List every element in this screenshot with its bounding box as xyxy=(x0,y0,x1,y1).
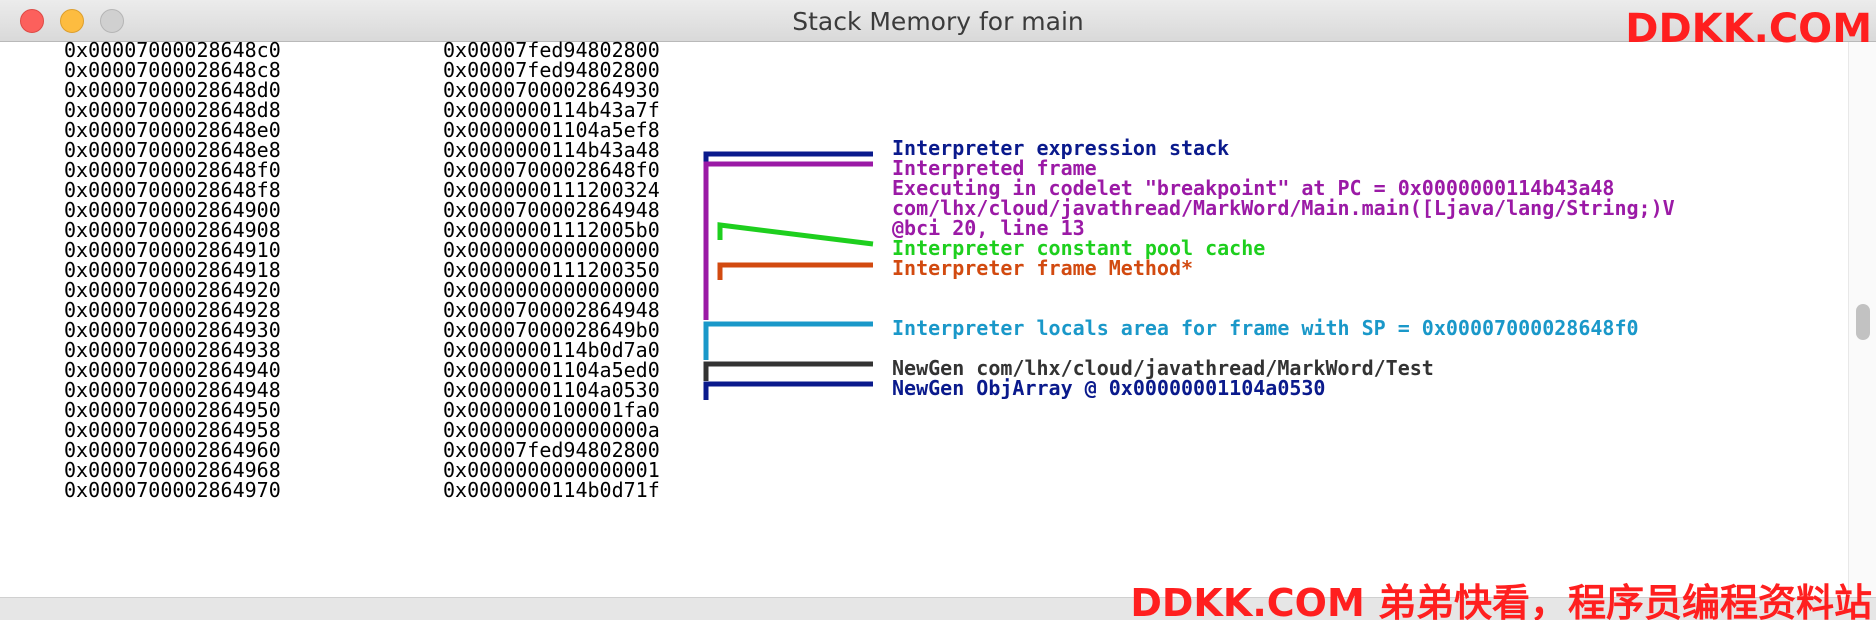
title-bar: Stack Memory for main DDKK.COM xyxy=(0,0,1876,52)
annotation-bci: @bci 20, line 13 xyxy=(892,216,1085,240)
memory-row: 0x0000700002864948 0x00000001104a0530 xyxy=(0,378,720,402)
memory-row: 0x0000700002864918 0x0000000111200350 xyxy=(0,258,720,282)
memory-value: 0x0000000114b0d71f xyxy=(443,478,660,502)
annotation-frame-method: Interpreter frame Method* xyxy=(892,256,1194,280)
memory-value: 0x00007fed94802800 xyxy=(443,38,660,62)
memory-address: 0x0000700002864968 xyxy=(64,458,281,482)
annotation-locals-area: Interpreter locals area for frame with S… xyxy=(892,316,1639,340)
memory-value: 0x000000000000000a xyxy=(443,418,660,442)
memory-row: 0x0000700002864910 0x0000000000000000 xyxy=(0,238,720,262)
memory-row: 0x0000700002864920 0x0000000000000000 xyxy=(0,278,720,302)
memory-row: 0x0000700002864950 0x0000000100001fa0 xyxy=(0,398,720,422)
memory-row: 0x0000700002864940 0x00000001104a5ed0 xyxy=(0,358,720,382)
zoom-window-button[interactable] xyxy=(100,9,124,33)
vertical-scrollbar[interactable] xyxy=(1848,42,1876,597)
memory-row: 0x00007000028648f8 0x0000000111200324 xyxy=(0,178,720,202)
memory-row: 0x00007000028648c0 0x00007fed94802800 xyxy=(0,38,720,62)
memory-row: 0x0000700002864938 0x0000000114b0d7a0 xyxy=(0,338,720,362)
close-window-button[interactable] xyxy=(20,9,44,33)
memory-row: 0x0000700002864970 0x0000000114b0d71f xyxy=(0,478,720,502)
memory-address: 0x0000700002864958 xyxy=(64,418,281,442)
annotation-newgen-objarray: NewGen ObjArray @ 0x00000001104a0530 xyxy=(892,376,1326,400)
memory-value: 0x0000000114b43a48 xyxy=(443,138,660,162)
memory-row: 0x00007000028648c8 0x00007fed94802800 xyxy=(0,58,720,82)
memory-row: 0x0000700002864900 0x0000700002864948 xyxy=(0,198,720,222)
bracket-frame-method xyxy=(717,262,873,280)
memory-address: 0x0000700002864900 xyxy=(64,198,281,222)
watermark-bottom: DDKK.COM 弟弟快看，程序员编程资料站 xyxy=(1130,581,1872,620)
memory-row: 0x0000700002864908 0x00000001112005b0 xyxy=(0,218,720,242)
memory-row: 0x0000700002864958 0x000000000000000a xyxy=(0,418,720,442)
vertical-scroll-thumb[interactable] xyxy=(1856,304,1870,340)
annotation-newgen-test: NewGen com/lhx/cloud/javathread/MarkWord… xyxy=(892,356,1434,380)
memory-row: 0x0000700002864928 0x0000700002864948 xyxy=(0,298,720,322)
memory-value: 0x00000001112005b0 xyxy=(443,218,660,242)
memory-address: 0x0000700002864930 xyxy=(64,318,281,342)
bracket-newgen-test xyxy=(703,361,873,381)
memory-value: 0x0000000000000001 xyxy=(443,458,660,482)
memory-row: 0x00007000028648e0 0x00000001104a5ef8 xyxy=(0,118,720,142)
memory-address: 0x0000700002864938 xyxy=(64,338,281,362)
bracket-constant-pool-cache xyxy=(717,222,874,247)
memory-address: 0x0000700002864918 xyxy=(64,258,281,282)
annotation-expression-stack: Interpreter expression stack xyxy=(892,136,1230,160)
memory-value: 0x0000000000000000 xyxy=(443,238,660,262)
memory-row: 0x0000700002864930 0x00007000028649b0 xyxy=(0,318,720,342)
memory-value: 0x0000000000000000 xyxy=(443,278,660,302)
memory-row: 0x00007000028648d0 0x0000700002864930 xyxy=(0,78,720,102)
memory-address: 0x0000700002864960 xyxy=(64,438,281,462)
memory-address: 0x0000700002864970 xyxy=(64,478,281,502)
memory-value: 0x0000000100001fa0 xyxy=(443,398,660,422)
bracket-interpreted-frame xyxy=(703,161,873,320)
memory-address: 0x00007000028648c0 xyxy=(64,38,281,62)
memory-address: 0x00007000028648d8 xyxy=(64,98,281,122)
memory-value: 0x00000001104a5ef8 xyxy=(443,118,660,142)
window-title: Stack Memory for main xyxy=(792,7,1084,36)
memory-value: 0x0000000111200350 xyxy=(443,258,660,282)
memory-value: 0x00007000028648f0 xyxy=(443,158,660,182)
memory-address: 0x0000700002864920 xyxy=(64,278,281,302)
memory-value: 0x0000000114b0d7a0 xyxy=(443,338,660,362)
memory-value: 0x0000000114b43a7f xyxy=(443,98,660,122)
memory-address: 0x0000700002864908 xyxy=(64,218,281,242)
memory-value: 0x00007fed94802800 xyxy=(443,438,660,462)
frame-brackets xyxy=(703,151,874,400)
bracket-newgen-objarray xyxy=(703,381,873,400)
memory-address: 0x0000700002864910 xyxy=(64,238,281,262)
memory-address: 0x00007000028648e0 xyxy=(64,118,281,142)
memory-value: 0x00007fed94802800 xyxy=(443,58,660,82)
watermark-top: DDKK.COM xyxy=(1625,6,1872,52)
memory-value: 0x0000700002864930 xyxy=(443,78,660,102)
bracket-locals-area xyxy=(703,321,873,360)
minimize-window-button[interactable] xyxy=(60,9,84,33)
memory-address: 0x0000700002864928 xyxy=(64,298,281,322)
memory-value: 0x00000001104a5ed0 xyxy=(443,358,660,382)
annotation-interpreted-frame: Interpreted frame xyxy=(892,156,1097,180)
memory-value: 0x00007000028649b0 xyxy=(443,318,660,342)
memory-row: 0x00007000028648f0 0x00007000028648f0 xyxy=(0,158,720,182)
memory-address: 0x0000700002864940 xyxy=(64,358,281,382)
memory-address: 0x00007000028648e8 xyxy=(64,138,281,162)
memory-address: 0x0000700002864950 xyxy=(64,398,281,422)
memory-address: 0x00007000028648f8 xyxy=(64,178,281,202)
annotation-constant-pool-cache: Interpreter constant pool cache xyxy=(892,236,1266,260)
memory-address: 0x0000700002864948 xyxy=(64,378,281,402)
memory-address: 0x00007000028648f0 xyxy=(64,158,281,182)
annotation-method: com/lhx/cloud/javathread/MarkWord/Main.m… xyxy=(892,196,1675,220)
memory-row: 0x00007000028648e8 0x0000000114b43a48 xyxy=(0,138,720,162)
annotation-codelet: Executing in codelet "breakpoint" at PC … xyxy=(892,176,1615,200)
memory-value: 0x0000700002864948 xyxy=(443,298,660,322)
memory-row: 0x00007000028648d8 0x0000000114b43a7f xyxy=(0,98,720,122)
memory-row: 0x0000700002864968 0x0000000000000001 xyxy=(0,458,720,482)
memory-value: 0x0000700002864948 xyxy=(443,198,660,222)
memory-address: 0x00007000028648d0 xyxy=(64,78,281,102)
horizontal-scrollbar[interactable] xyxy=(0,597,1876,620)
memory-value: 0x0000000111200324 xyxy=(443,178,660,202)
memory-address: 0x00007000028648c8 xyxy=(64,58,281,82)
memory-row: 0x0000700002864960 0x00007fed94802800 xyxy=(0,438,720,462)
memory-value: 0x00000001104a0530 xyxy=(443,378,660,402)
